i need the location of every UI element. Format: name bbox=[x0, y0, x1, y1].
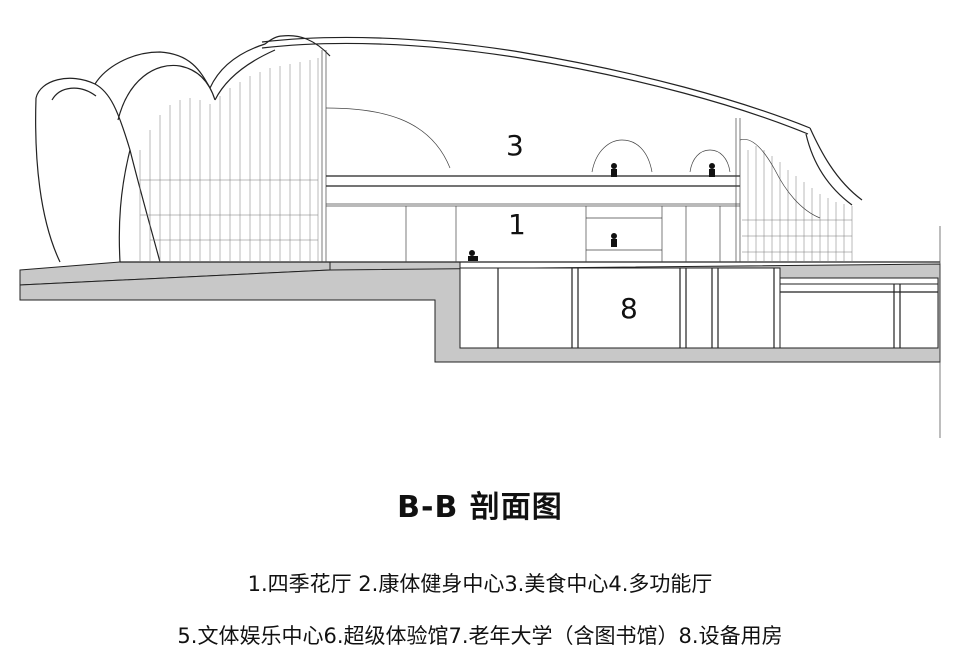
drawing-title: B-B 剖面图 bbox=[397, 490, 563, 525]
main-glazed-wall bbox=[321, 50, 327, 262]
section-drawing: 3 1 8 bbox=[19, 35, 941, 438]
interior-partitions bbox=[405, 206, 721, 262]
left-plinth bbox=[19, 261, 331, 286]
legend-line-2: 5.文体娱乐中心6.超级体验馆7.老年大学（含图书馆）8.设备用房 bbox=[177, 624, 783, 648]
interior-vaults bbox=[325, 107, 731, 173]
right-glazed-wall bbox=[735, 118, 741, 262]
label-area-8: 8 bbox=[620, 292, 638, 325]
right-shell-grid bbox=[742, 146, 853, 262]
basement-room-main bbox=[459, 267, 781, 349]
basement-room-right bbox=[779, 283, 939, 349]
left-shell-grid bbox=[139, 58, 319, 262]
left-shell-arches bbox=[35, 35, 283, 263]
basement-partitions bbox=[497, 268, 938, 348]
upper-floor-slab bbox=[326, 175, 740, 207]
label-area-3: 3 bbox=[506, 129, 524, 162]
human-figures bbox=[468, 163, 715, 261]
legend-line-1: 1.四季花厅 2.康体健身中心3.美食中心4.多功能厅 bbox=[247, 572, 713, 596]
label-area-1: 1 bbox=[508, 208, 526, 241]
main-roof bbox=[261, 35, 863, 206]
right-shell-curve bbox=[739, 138, 821, 219]
